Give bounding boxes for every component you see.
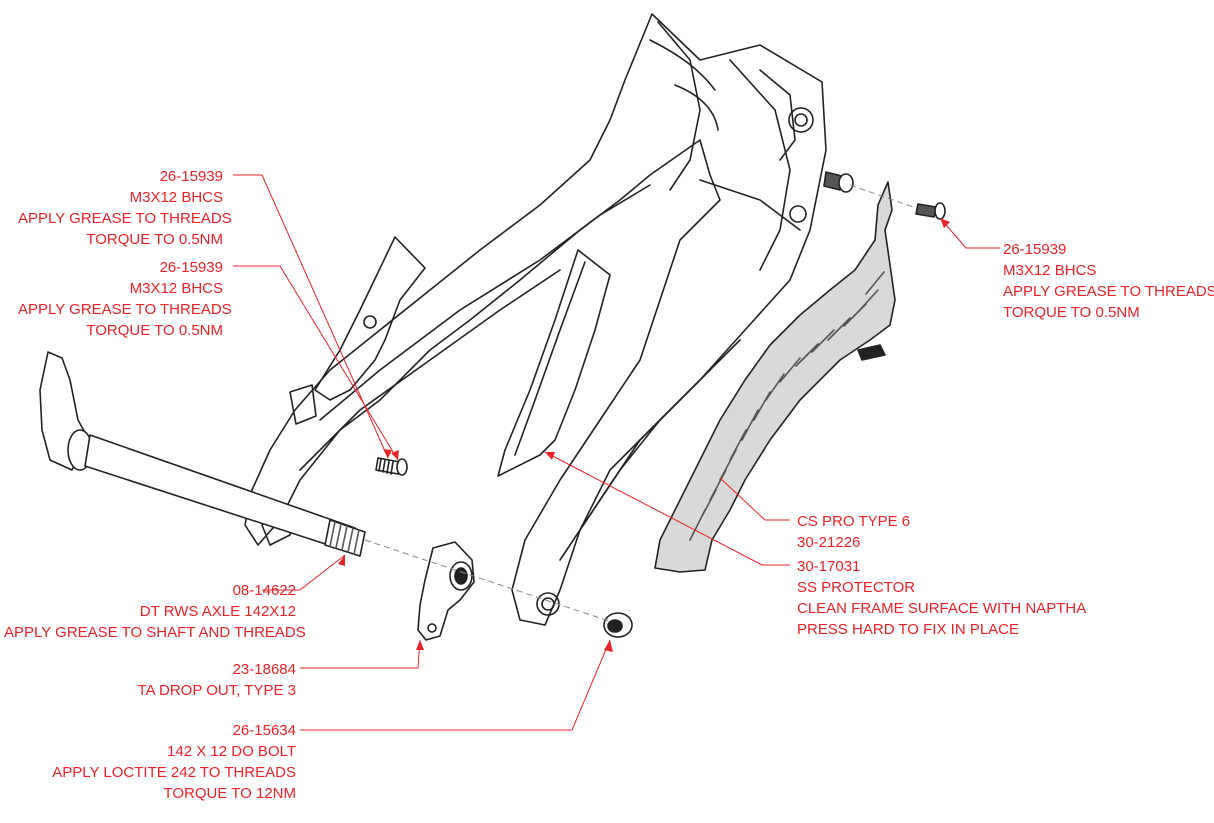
bolt-center-part <box>823 171 854 193</box>
callout-cs-pro: CS PRO TYPE 6 30-21226 <box>797 511 910 553</box>
callout-ss-protector: 30-17031 SS PROTECTOR CLEAN FRAME SURFAC… <box>797 556 1086 640</box>
bolt-left-part <box>375 457 408 476</box>
part-description: TA DROP OUT, TYPE 3 <box>137 682 296 699</box>
instruction: APPLY LOCTITE 242 TO THREADS <box>52 764 296 781</box>
part-description: 142 X 12 DO BOLT <box>167 743 296 760</box>
callout-axle: 08-14622 DT RWS AXLE 142X12 APPLY GREASE… <box>4 580 306 643</box>
part-description: M3X12 BHCS <box>1003 262 1097 279</box>
callout-dropout: 23-18684 TA DROP OUT, TYPE 3 <box>96 659 296 701</box>
cs-pro-part <box>654 181 896 573</box>
do-bolt-part <box>603 612 633 638</box>
callout-bolt-right: 26-15939 M3X12 BHCS APPLY GREASE TO THRE… <box>1003 239 1214 323</box>
instruction: APPLY GREASE TO SHAFT AND THREADS <box>4 624 306 641</box>
dropout-part <box>417 541 475 641</box>
part-number: 30-21226 <box>797 534 861 551</box>
instruction: CLEAN FRAME SURFACE WITH NAPTHA <box>797 600 1087 617</box>
instruction: APPLY GREASE TO THREADS <box>18 301 232 318</box>
assembly-axis-lines <box>364 184 917 623</box>
callout-do-bolt: 26-15634 142 X 12 DO BOLT APPLY LOCTITE … <box>46 720 296 804</box>
part-number: 08-14622 <box>232 582 296 599</box>
part-description: DT RWS AXLE 142X12 <box>139 603 296 620</box>
part-number: 26-15939 <box>1003 241 1067 258</box>
instruction: TORQUE TO 12NM <box>163 785 296 802</box>
part-number: 23-18684 <box>232 661 296 678</box>
instruction: APPLY GREASE TO THREADS <box>18 210 232 227</box>
ss-protector-part <box>497 249 611 477</box>
part-description: M3X12 BHCS <box>129 280 223 297</box>
part-description: M3X12 BHCS <box>129 189 223 206</box>
bolt-right-part <box>915 202 946 220</box>
part-number: 26-15939 <box>159 259 223 276</box>
part-number: 30-17031 <box>797 558 861 575</box>
thru-axle-part <box>39 351 366 557</box>
instruction: TORQUE TO 0.5NM <box>86 322 223 339</box>
part-number: 26-15939 <box>159 168 223 185</box>
instruction: PRESS HARD TO FIX IN PLACE <box>797 621 1020 638</box>
part-number: 26-15634 <box>232 722 296 739</box>
callout-bolt-upper-2: 26-15939 M3X12 BHCS APPLY GREASE TO THRE… <box>18 257 232 341</box>
brake-mount-tab <box>289 236 426 425</box>
callout-bolt-upper-1: 26-15939 M3X12 BHCS APPLY GREASE TO THRE… <box>18 166 232 250</box>
leader-arrowheads <box>338 218 950 652</box>
instruction: TORQUE TO 0.5NM <box>86 231 223 248</box>
instruction: TORQUE TO 0.5NM <box>1003 304 1140 321</box>
part-description: CS PRO TYPE 6 <box>797 513 911 530</box>
rear-triangle-frame <box>244 13 827 626</box>
part-description: SS PROTECTOR <box>797 579 916 596</box>
instruction: APPLY GREASE TO THREADS <box>1003 283 1214 300</box>
